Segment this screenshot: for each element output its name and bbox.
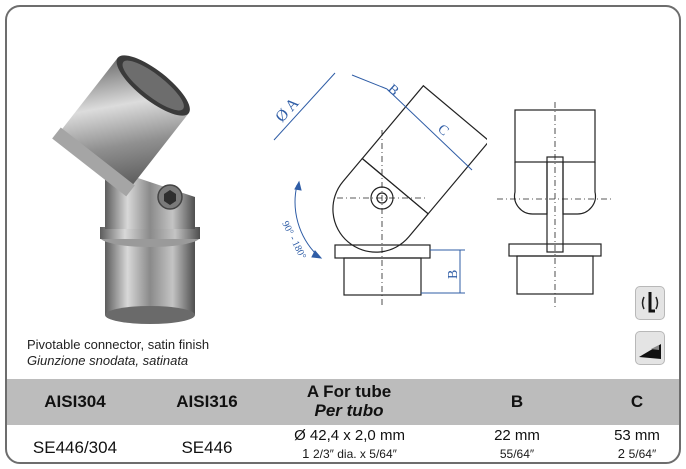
front-view-drawing: Ø A B C 90° - 180° B [272,72,487,305]
cell-a-imperial: 1 2/3″ dia. x 5/64″ [262,445,437,462]
cell-aisi304: SE446/304 [32,438,118,457]
header-a-english: A For tube [306,382,392,401]
cell-a: Ø 42,4 x 2,0 mm 1 2/3″ dia. x 5/64″ [262,427,437,462]
product-photo [52,55,200,324]
cell-a-imperial-main: 1 [302,446,310,461]
product-card: Ø A B C 90° - 180° B Pivotable connector… [5,5,681,464]
cell-a-imperial-frac: 2/3″ dia. x 5/64″ [312,447,397,461]
spec-table-header: AISI304 AISI316 A For tube Per tubo B C [7,379,679,425]
tool-icon [635,331,665,365]
cell-a-metric: Ø 42,4 x 2,0 mm [294,427,405,444]
side-view-drawing [497,102,612,307]
header-aisi304: AISI304 [44,392,106,411]
product-caption: Pivotable connector, satin finish Giunzi… [27,337,209,369]
header-aisi316: AISI316 [176,392,238,411]
cell-c-imperial-main: 2 [617,446,625,461]
dim-diameter-a: Ø A [272,94,302,125]
cell-b: 22 mm 55/64″ [477,427,557,462]
dim-b-top: B [384,82,401,99]
spec-table-row: SE446/304 SE446 Ø 42,4 x 2,0 mm 1 2/3″ d… [7,427,679,462]
cell-b-metric: 22 mm [494,427,540,444]
caption-italian: Giunzione snodata, satinata [27,353,189,368]
header-c: C [630,392,644,411]
cell-b-imperial: 55/64″ [499,447,535,461]
cell-c-imperial-frac: 5/64″ [628,447,657,461]
dim-angle: 90° - 180° [279,219,308,261]
cell-c-imperial: 2 5/64″ [602,445,672,462]
caption-english: Pivotable connector, satin finish [27,337,210,352]
header-b: B [510,392,524,411]
cell-c: 53 mm 2 5/64″ [602,427,672,462]
dim-b-side: B [446,270,461,279]
header-a: A For tube Per tubo [269,382,429,420]
header-a-italian: Per tubo [314,401,384,420]
cell-aisi316: SE446 [181,438,233,457]
cell-c-metric: 53 mm [614,427,660,444]
allen-key-icon [635,286,665,320]
